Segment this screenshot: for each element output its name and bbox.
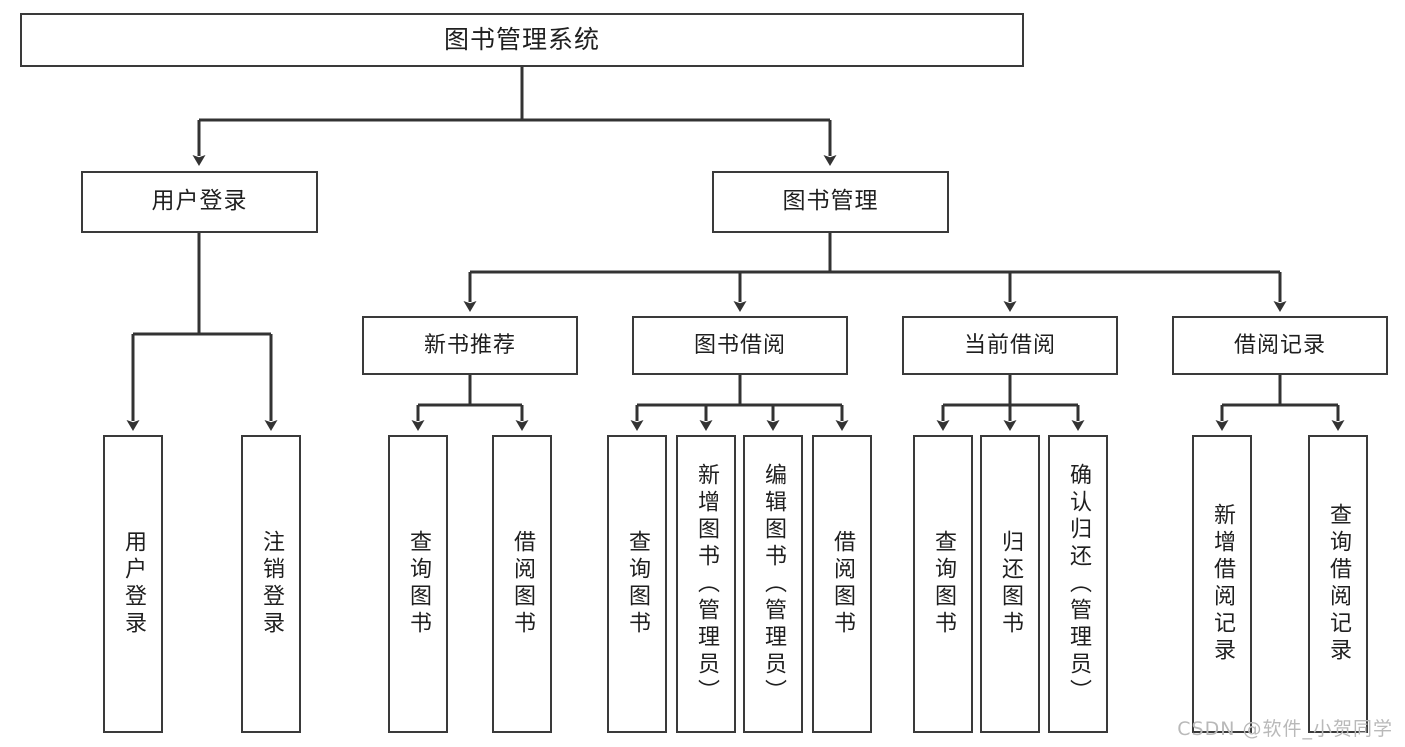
node-borrow-record[interactable]: 借阅记录: [1172, 316, 1388, 375]
node-root[interactable]: 图书管理系统: [20, 13, 1024, 67]
leaf-query-book-3-label: 查询图书: [931, 530, 956, 638]
node-book-management-label: 图书管理: [782, 188, 879, 215]
leaf-edit-book[interactable]: 编辑图书（管理员）: [743, 435, 803, 733]
leaf-add-record-label: 新增借阅记录: [1210, 503, 1235, 665]
node-borrow-record-label: 借阅记录: [1233, 332, 1326, 358]
leaf-add-book[interactable]: 新增图书（管理员）: [676, 435, 736, 733]
leaf-borrow-book-1-label: 借阅图书: [510, 530, 535, 638]
leaf-query-book-3[interactable]: 查询图书: [913, 435, 973, 733]
leaf-user-login[interactable]: 用户登录: [103, 435, 163, 733]
node-root-label: 图书管理系统: [443, 25, 600, 55]
node-book-management[interactable]: 图书管理: [712, 171, 949, 233]
leaf-return-book[interactable]: 归还图书: [980, 435, 1040, 733]
node-current-borrow-label: 当前借阅: [963, 332, 1056, 358]
leaf-query-book-2-label: 查询图书: [625, 530, 650, 638]
node-current-borrow[interactable]: 当前借阅: [902, 316, 1118, 375]
node-new-book-recommend-label: 新书推荐: [423, 332, 516, 358]
leaf-query-book-1[interactable]: 查询图书: [388, 435, 448, 733]
node-new-book-recommend[interactable]: 新书推荐: [362, 316, 578, 375]
node-book-borrow-label: 图书借阅: [693, 332, 786, 358]
leaf-logout-label: 注销登录: [259, 530, 284, 638]
leaf-return-book-label: 归还图书: [998, 530, 1023, 638]
leaf-query-book-2[interactable]: 查询图书: [607, 435, 667, 733]
leaf-borrow-book-2[interactable]: 借阅图书: [812, 435, 872, 733]
leaf-edit-book-label: 编辑图书（管理员）: [761, 462, 786, 706]
leaf-query-record-label: 查询借阅记录: [1326, 503, 1351, 665]
leaf-user-login-label: 用户登录: [121, 530, 146, 638]
leaf-borrow-book-1[interactable]: 借阅图书: [492, 435, 552, 733]
leaf-confirm-return-label: 确认归还（管理员）: [1066, 462, 1091, 706]
leaf-query-book-1-label: 查询图书: [406, 530, 431, 638]
node-user-login-label: 用户登录: [151, 188, 248, 215]
leaf-add-book-label: 新增图书（管理员）: [694, 462, 719, 706]
node-user-login[interactable]: 用户登录: [81, 171, 318, 233]
leaf-add-record[interactable]: 新增借阅记录: [1192, 435, 1252, 733]
node-book-borrow[interactable]: 图书借阅: [632, 316, 848, 375]
leaf-borrow-book-2-label: 借阅图书: [830, 530, 855, 638]
leaf-logout[interactable]: 注销登录: [241, 435, 301, 733]
leaf-confirm-return[interactable]: 确认归还（管理员）: [1048, 435, 1108, 733]
leaf-query-record[interactable]: 查询借阅记录: [1308, 435, 1368, 733]
